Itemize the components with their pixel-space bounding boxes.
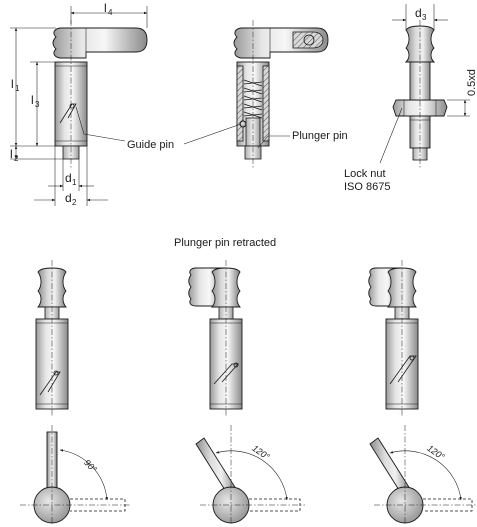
dim-l2: l 2: [10, 145, 63, 163]
lock-nut-label: Lock nut: [344, 168, 386, 180]
plunger-pin-label: Plunger pin: [292, 130, 348, 142]
dim-half-d: 0.5xd: [447, 69, 477, 117]
plunger-side-view: [52, 20, 148, 168]
dim-l4-sub: 4: [108, 8, 113, 17]
dim-d3-label: d: [415, 6, 422, 20]
dim-d2: d 2: [34, 146, 108, 207]
dim-l3: l 3: [30, 61, 55, 147]
angle-120-b-label: 120°: [425, 443, 446, 462]
plunger-lock-nut-view: [379, 20, 448, 168]
dim-d1-label: d: [65, 171, 72, 185]
dim-d1-sub: 1: [72, 178, 77, 187]
dim-l1: l 1: [10, 27, 56, 147]
dim-l2-sub: 2: [14, 154, 19, 163]
guide-pin-label: Guide pin: [127, 139, 174, 151]
dim-d1: d 1: [48, 159, 94, 191]
rotation-view-90: [20, 425, 130, 525]
dim-l1-sub: 1: [15, 84, 20, 93]
rotation-view-120-b: [369, 425, 476, 525]
retracted-view-3: [368, 260, 419, 416]
dim-l3-label: l: [31, 93, 34, 107]
dim-d3: d 3: [392, 4, 448, 30]
iso-label: ISO 8675: [344, 181, 390, 193]
retracted-view-1: [35, 260, 69, 416]
dim-l4-label: l: [104, 1, 107, 15]
dim-l2-label: l: [10, 147, 13, 161]
retracted-view-2: [188, 260, 243, 416]
dim-d2-sub: 2: [72, 198, 77, 207]
dim-l3-sub: 3: [35, 100, 40, 109]
rotation-view-120-a: [195, 425, 305, 525]
dim-l4: l 4: [70, 1, 148, 28]
section-title: Plunger pin retracted: [174, 237, 276, 249]
dim-d2-label: d: [65, 191, 72, 205]
dim-d3-sub: 3: [422, 13, 427, 22]
dim-half-d-label: 0.5xd: [466, 69, 477, 96]
dim-l1-label: l: [11, 77, 14, 91]
plunger-section-view: [183, 20, 329, 168]
